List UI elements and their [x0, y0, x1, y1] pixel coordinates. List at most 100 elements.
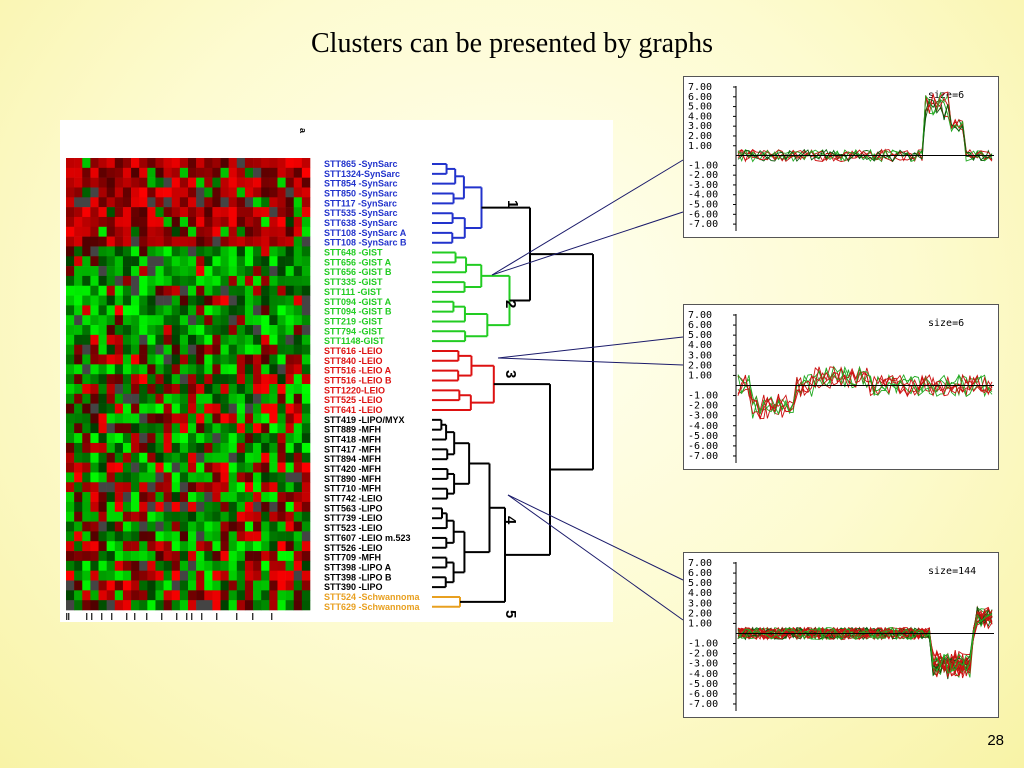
heatmap-cell [66, 295, 75, 306]
heatmap-cell [277, 590, 286, 601]
heatmap-cell [188, 501, 197, 513]
heatmap-cell [114, 511, 124, 522]
heatmap-cell [74, 187, 83, 198]
heatmap-cell [188, 197, 197, 208]
heatmap-cell [204, 177, 213, 188]
heatmap-cell [285, 285, 295, 296]
heatmap-cell [106, 472, 116, 483]
heatmap-cell [301, 452, 311, 463]
cluster-number: 1 [504, 200, 521, 208]
heatmap-cell [139, 580, 148, 591]
heatmap-cell [131, 325, 140, 336]
heatmap-cell [147, 266, 156, 277]
heatmap-cell [106, 482, 116, 493]
heatmap-cell [212, 315, 221, 326]
heatmap-cell [228, 541, 238, 552]
heatmap-cell [147, 275, 156, 287]
heatmap-cell [285, 393, 295, 404]
heatmap-cell [277, 541, 286, 552]
heatmap-cell [155, 354, 164, 365]
heatmap-cell [269, 354, 278, 365]
heatmap-cell [285, 158, 295, 169]
heatmap-cell [188, 433, 197, 444]
heatmap-cell [74, 158, 83, 169]
heatmap-cell [98, 384, 107, 395]
slide-number: 28 [987, 732, 1004, 749]
heatmap-cell [74, 216, 83, 228]
heatmap-cell [122, 305, 132, 316]
heatmap-cell [155, 541, 164, 552]
heatmap-cell [196, 256, 205, 267]
heatmap-cell [212, 236, 221, 247]
heatmap-cell [212, 452, 221, 463]
heatmap-cell [74, 315, 83, 326]
heatmap-cell [188, 384, 197, 395]
heatmap-cell [244, 295, 254, 306]
heatmap-cell [82, 600, 91, 611]
heatmap-cell [179, 285, 189, 296]
y-tick-label: 4.00 [688, 588, 712, 599]
heatmap-cell [301, 511, 311, 522]
heatmap-cell [212, 384, 221, 395]
heatmap-cell [171, 354, 181, 365]
heatmap-cell [293, 472, 303, 483]
sample-label: STT535 -SynSarc [324, 208, 398, 218]
heatmap-cell [220, 266, 229, 277]
heatmap-cell [163, 374, 173, 385]
heatmap-cell [212, 570, 221, 581]
heatmap-cell [236, 501, 246, 513]
heatmap-cell [293, 207, 303, 218]
heatmap-cell [285, 482, 295, 493]
heatmap-cell [244, 511, 254, 522]
heatmap-cell [188, 492, 197, 503]
heatmap-cell [220, 452, 229, 463]
heatmap-cell [171, 167, 181, 178]
heatmap-cell [188, 580, 197, 591]
heatmap-cell [253, 334, 262, 345]
heatmap-cell [139, 275, 148, 287]
heatmap-cell [163, 226, 173, 237]
heatmap-cell [188, 354, 197, 365]
y-tick-label: 4.00 [688, 111, 712, 122]
heatmap-cell [277, 413, 286, 424]
heatmap-cell [244, 413, 254, 424]
heatmap-cell [285, 580, 295, 591]
heatmap-cell [122, 344, 132, 355]
heatmap-cell [301, 590, 311, 601]
heatmap-cell [82, 187, 91, 198]
heatmap-cell [114, 305, 124, 316]
heatmap-cell [163, 580, 173, 591]
heatmap-cell [212, 305, 221, 316]
heatmap-cell [244, 521, 254, 532]
heatmap-cell [285, 531, 295, 542]
heatmap-cell [66, 433, 75, 444]
heatmap-cell [66, 187, 75, 198]
heatmap-cell [196, 511, 205, 522]
heatmap-cell [122, 472, 132, 483]
heatmap-cell [179, 325, 189, 336]
heatmap-cell [301, 423, 311, 434]
heatmap-cell [163, 551, 173, 562]
heatmap-cell [228, 580, 238, 591]
heatmap-cell [244, 187, 254, 198]
heatmap-cell [301, 442, 311, 454]
profile-plot: 7.006.005.004.003.002.001.00-1.00-2.00-3… [688, 82, 994, 231]
heatmap-cell [269, 482, 278, 493]
heatmap-cell [155, 413, 164, 424]
heatmap-cell [98, 256, 107, 267]
heatmap-cell [90, 492, 99, 503]
heatmap-cell [82, 295, 91, 306]
heatmap-cell [147, 344, 156, 355]
heatmap-cell [236, 334, 246, 345]
heatmap-cell [244, 256, 254, 267]
heatmap-cell [196, 226, 205, 237]
sample-label: STT854 -SynSarc [324, 179, 398, 189]
heatmap-cell [196, 236, 205, 247]
profile-line [737, 613, 993, 674]
heatmap-cell [171, 334, 181, 345]
heatmap-cell [171, 177, 181, 188]
heatmap-cell [204, 325, 213, 336]
heatmap-cell [122, 236, 132, 247]
heatmap-cell [171, 315, 181, 326]
